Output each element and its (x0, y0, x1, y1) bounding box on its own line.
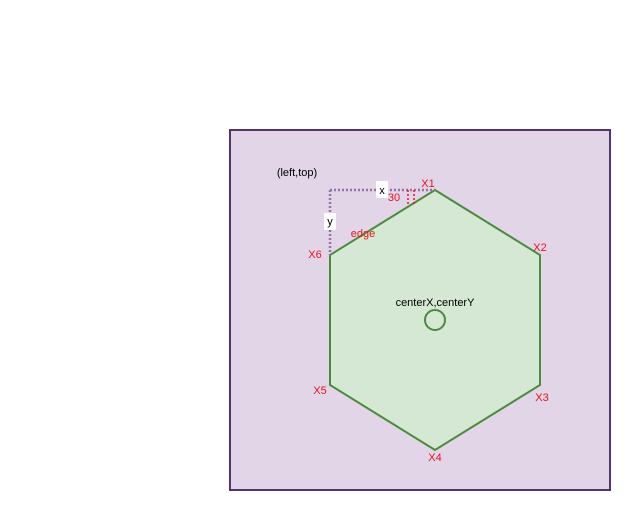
x-label-background (376, 181, 388, 198)
vertex-x6-label: X6 (308, 249, 321, 261)
center-label: centerX,centerY (396, 297, 476, 309)
y-label: y (327, 216, 333, 228)
x-label: x (379, 185, 385, 197)
center-circle (424, 309, 446, 331)
edge-label: edge (351, 228, 375, 240)
vertex-x3-label: X3 (535, 392, 548, 404)
vertex-x2-label: X2 (533, 242, 546, 254)
vertex-x1-label: X1 (421, 178, 434, 190)
y-label-background (324, 213, 336, 230)
angle-label: 30 (388, 192, 400, 204)
vertex-x4-label: X4 (428, 452, 441, 464)
corner-label: (left,top) (277, 167, 317, 179)
vertex-x5-label: X5 (313, 385, 326, 397)
